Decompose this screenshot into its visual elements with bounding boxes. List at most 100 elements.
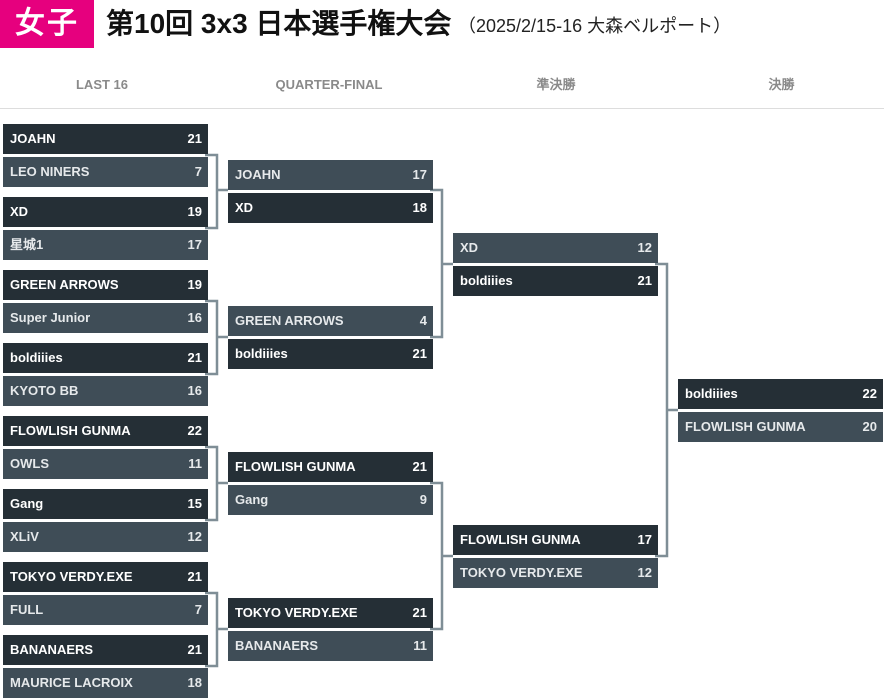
bracket-slot-semi[interactable]: FLOWLISH GUNMA 17 (453, 525, 658, 555)
bracket-slot-final[interactable]: boldiiies 22 (678, 379, 883, 409)
bracket-slot-quarter[interactable]: XD 18 (228, 193, 433, 223)
team-score: 17 (412, 167, 427, 182)
team-name: XD (460, 240, 479, 255)
category-badge: 女子 (0, 0, 94, 48)
round-label-last16: LAST 16 (75, 77, 128, 92)
team-name: LEO NINERS (10, 164, 90, 179)
team-name: JOAHN (10, 131, 56, 146)
team-score: 12 (637, 240, 652, 255)
bracket-slot-semi[interactable]: XD 12 (453, 233, 658, 263)
bracket-slot-last16[interactable]: boldiiies 21 (3, 343, 208, 373)
team-name: GREEN ARROWS (235, 313, 344, 328)
team-score: 17 (637, 532, 652, 547)
team-score: 18 (412, 200, 427, 215)
bracket-slot-last16[interactable]: FLOWLISH GUNMA 22 (3, 416, 208, 446)
team-score: 21 (412, 346, 427, 361)
event-date-venue: （2025/2/15-16 大森ベルポート） (458, 16, 732, 36)
team-name: Super Junior (10, 310, 91, 325)
team-score: 21 (187, 350, 202, 365)
team-score: 12 (637, 565, 652, 580)
team-name: 星城1 (10, 237, 44, 252)
team-name: XLiV (10, 529, 39, 544)
round-label-final: 決勝 (768, 77, 795, 92)
team-name: TOKYO VERDY.EXE (460, 565, 583, 580)
team-score: 18 (187, 675, 202, 690)
round-label-semi-final: 準決勝 (536, 77, 576, 92)
team-name: JOAHN (235, 167, 281, 182)
team-name: Gang (235, 492, 269, 507)
team-score: 20 (862, 419, 877, 434)
bracket-slot-last16[interactable]: LEO NINERS 7 (3, 157, 208, 187)
team-name: FLOWLISH GUNMA (685, 419, 806, 434)
bracket-slot-quarter[interactable]: GREEN ARROWS 4 (228, 306, 433, 336)
team-name: FLOWLISH GUNMA (460, 532, 581, 547)
team-score: 17 (187, 237, 202, 252)
team-score: 22 (862, 386, 877, 401)
team-score: 21 (637, 273, 652, 288)
team-name: TOKYO VERDY.EXE (10, 569, 133, 584)
bracket-slot-last16[interactable]: 星城1 17 (3, 230, 208, 260)
team-score: 7 (194, 164, 202, 179)
team-score: 21 (187, 642, 202, 657)
team-name: TOKYO VERDY.EXE (235, 605, 358, 620)
team-name: boldiiies (235, 346, 288, 361)
bracket-slot-last16[interactable]: XLiV 12 (3, 522, 208, 552)
team-score: 15 (187, 496, 202, 511)
team-score: 21 (187, 569, 202, 584)
bracket-slot-quarter[interactable]: Gang 9 (228, 485, 433, 515)
bracket-slot-last16[interactable]: BANANAERS 21 (3, 635, 208, 665)
team-name: FLOWLISH GUNMA (10, 423, 131, 438)
bracket-slot-last16[interactable]: TOKYO VERDY.EXE 21 (3, 562, 208, 592)
team-name: KYOTO BB (10, 383, 79, 398)
team-score: 19 (187, 204, 202, 219)
bracket-slot-semi[interactable]: boldiiies 21 (453, 266, 658, 296)
team-name: BANANAERS (235, 638, 319, 653)
bracket-slot-last16[interactable]: MAURICE LACROIX 18 (3, 668, 208, 698)
round-header-bar: LAST 16 QUARTER-FINAL 準決勝 決勝 (0, 62, 884, 109)
bracket-slot-quarter[interactable]: TOKYO VERDY.EXE 21 (228, 598, 433, 628)
team-name: boldiiies (10, 350, 63, 365)
bracket-slot-semi[interactable]: TOKYO VERDY.EXE 12 (453, 558, 658, 588)
team-score: 16 (187, 310, 202, 325)
team-name: GREEN ARROWS (10, 277, 119, 292)
bracket-slot-last16[interactable]: OWLS 11 (3, 449, 208, 479)
bracket-slot-quarter[interactable]: FLOWLISH GUNMA 21 (228, 452, 433, 482)
bracket-slot-last16[interactable]: FULL 7 (3, 595, 208, 625)
bracket-slot-last16[interactable]: XD 19 (3, 197, 208, 227)
team-name: boldiiies (685, 386, 738, 401)
team-score: 16 (187, 383, 202, 398)
team-score: 11 (188, 456, 202, 471)
team-name: boldiiies (460, 273, 513, 288)
team-score: 19 (187, 277, 202, 292)
round-label-quarter-final: QUARTER-FINAL (275, 77, 383, 92)
bracket-slot-quarter[interactable]: boldiiies 21 (228, 339, 433, 369)
team-name: FLOWLISH GUNMA (235, 459, 356, 474)
team-score: 11 (413, 638, 427, 653)
bracket-slot-last16[interactable]: Gang 15 (3, 489, 208, 519)
team-score: 4 (419, 313, 427, 328)
bracket-slot-last16[interactable]: Super Junior 16 (3, 303, 208, 333)
team-score: 21 (412, 459, 427, 474)
team-name: XD (10, 204, 29, 219)
team-name: FULL (10, 602, 44, 617)
team-score: 7 (194, 602, 202, 617)
page-title: 第10回 3x3 日本選手権大会 (106, 8, 452, 39)
page-header: 女子 第10回 3x3 日本選手権大会 （2025/2/15-16 大森ベルポー… (0, 0, 884, 50)
team-name: BANANAERS (10, 642, 94, 657)
team-name: Gang (10, 496, 44, 511)
bracket-slot-quarter[interactable]: BANANAERS 11 (228, 631, 433, 661)
team-score: 22 (187, 423, 202, 438)
bracket-slot-last16[interactable]: JOAHN 21 (3, 124, 208, 154)
bracket-slot-last16[interactable]: GREEN ARROWS 19 (3, 270, 208, 300)
team-name: XD (235, 200, 254, 215)
team-score: 21 (187, 131, 202, 146)
team-score: 21 (412, 605, 427, 620)
bracket-slot-quarter[interactable]: JOAHN 17 (228, 160, 433, 190)
bracket-slot-last16[interactable]: KYOTO BB 16 (3, 376, 208, 406)
team-score: 12 (187, 529, 202, 544)
team-name: MAURICE LACROIX (10, 675, 133, 690)
team-score: 9 (419, 492, 427, 507)
bracket-slot-final[interactable]: FLOWLISH GUNMA 20 (678, 412, 883, 442)
team-name: OWLS (10, 456, 49, 471)
